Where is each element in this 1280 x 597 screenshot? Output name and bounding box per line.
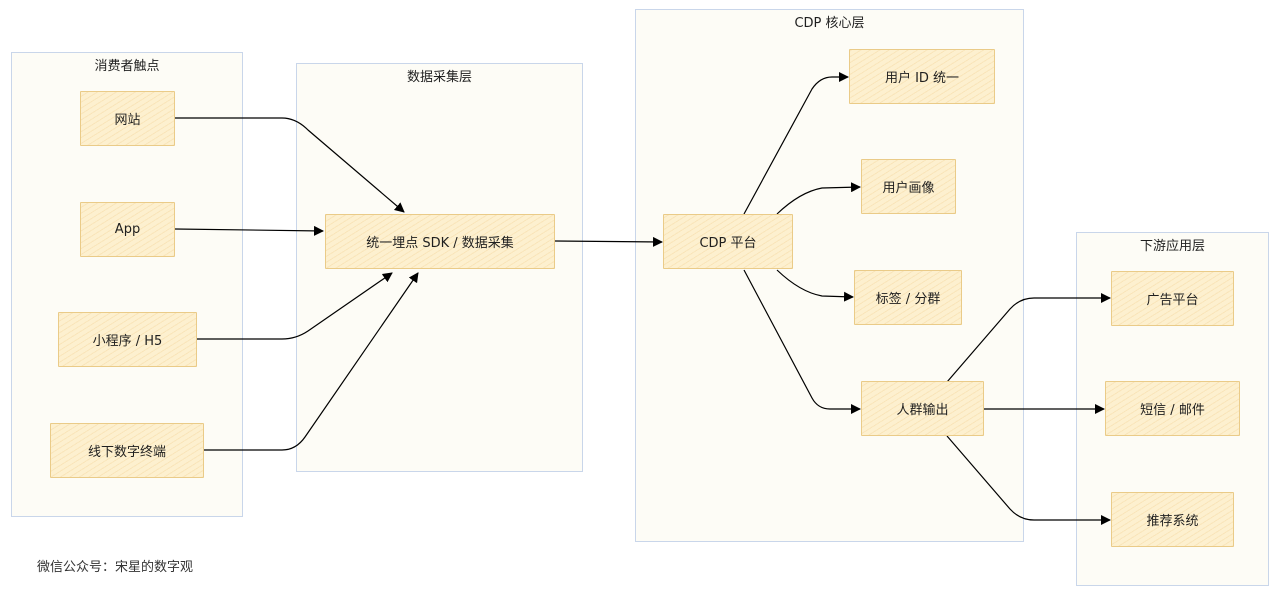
node-unified-sdk[interactable]: 统一埋点 SDK / 数据采集 (325, 214, 555, 269)
node-app[interactable]: App (80, 202, 175, 257)
group-title-cdp-core: CDP 核心层 (794, 16, 865, 31)
node-sms-email[interactable]: 短信 / 邮件 (1105, 381, 1240, 436)
node-offline-terminal[interactable]: 线下数字终端 (50, 423, 204, 478)
group-title-data-collection: 数据采集层 (406, 70, 472, 85)
node-ad-platform[interactable]: 广告平台 (1111, 271, 1234, 326)
node-miniprogram-h5[interactable]: 小程序 / H5 (58, 312, 197, 367)
node-tags-segments[interactable]: 标签 / 分群 (854, 270, 962, 325)
footer-wechat-credit: 微信公众号：宋星的数字观 (37, 560, 194, 575)
group-title-downstream: 下游应用层 (1139, 239, 1205, 254)
group-title-touchpoints: 消费者触点 (94, 59, 160, 74)
node-recommendation[interactable]: 推荐系统 (1111, 492, 1234, 547)
node-website[interactable]: 网站 (80, 91, 175, 146)
node-user-id-unify[interactable]: 用户 ID 统一 (849, 49, 995, 104)
node-user-profile[interactable]: 用户画像 (861, 159, 956, 214)
node-audience-output[interactable]: 人群输出 (861, 381, 984, 436)
node-cdp-platform[interactable]: CDP 平台 (663, 214, 793, 269)
